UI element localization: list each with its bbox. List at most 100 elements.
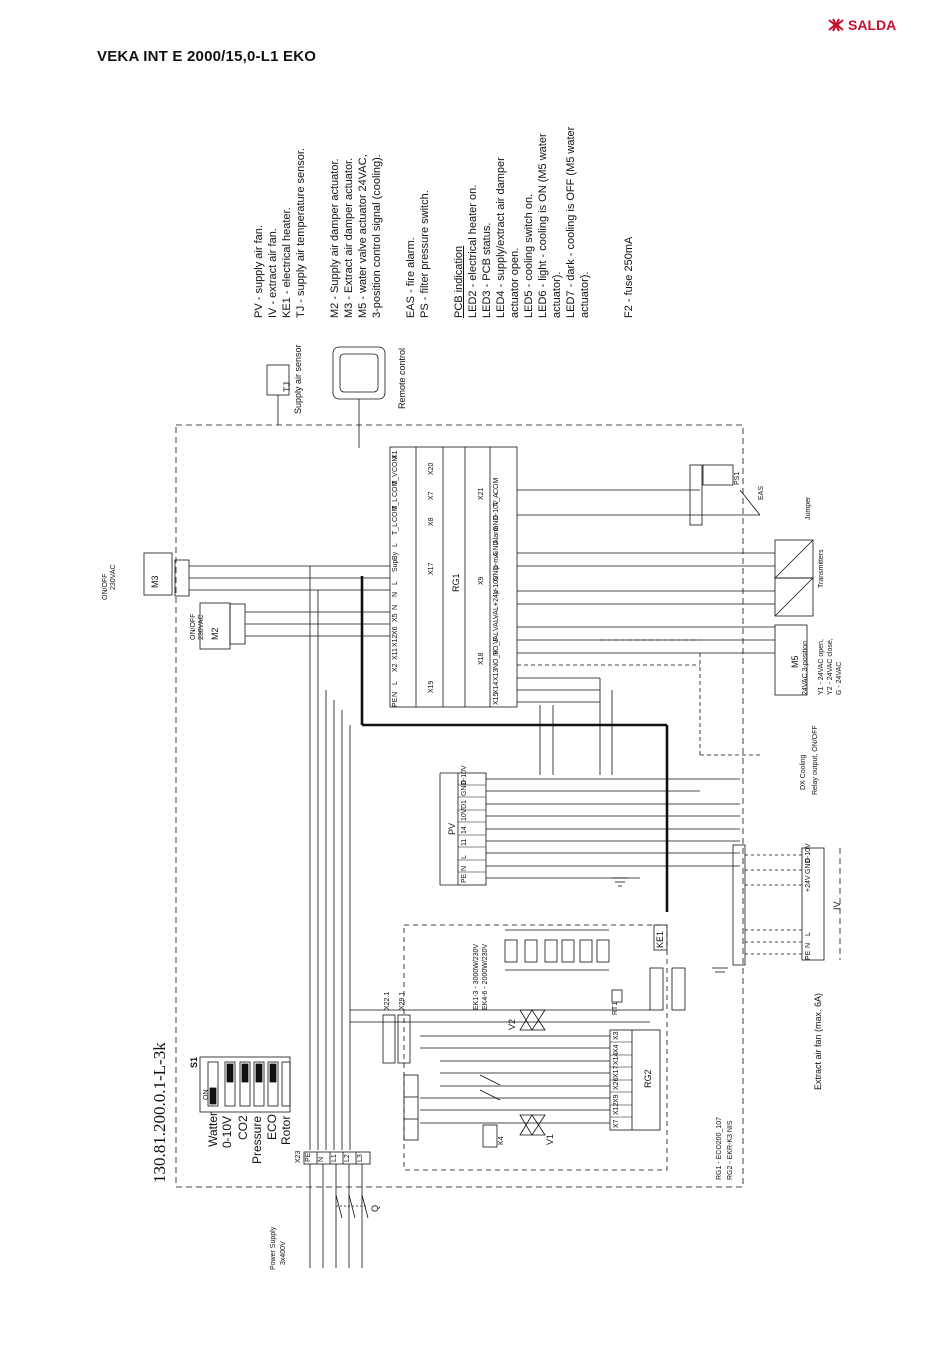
ps1-label: PS1 — [734, 471, 741, 485]
ke1-label: KE1 — [655, 930, 665, 948]
heater-section-frame — [403, 924, 668, 1171]
rg2-terminal: X26 — [613, 1077, 620, 1090]
iv-terminal-x161 — [732, 844, 746, 966]
m5-label: M5 — [790, 655, 800, 668]
m3-on-off-label: ON/OFF — [102, 573, 109, 600]
iv-terminal: GND — [805, 858, 812, 874]
rg1-block: X18 — [478, 652, 485, 665]
terminal-l-block — [403, 1074, 419, 1141]
pv-terminal: 11 — [461, 838, 468, 846]
rg1-block: X19 — [428, 680, 435, 693]
supply-air-sensor-label: Supply air sensor — [293, 344, 303, 414]
rg1-terminal: N — [392, 691, 399, 697]
m5-actuator-box — [774, 624, 808, 696]
rg1-terminal: X13 — [493, 668, 500, 681]
connector-x22-2 — [671, 967, 686, 1011]
rg1-block: X20 — [428, 462, 435, 475]
pv-terminal: GND — [461, 780, 468, 796]
rg1-terminal: COM — [392, 480, 399, 497]
rg1-block: X17 — [428, 562, 435, 575]
switch-option: ECO — [265, 1113, 279, 1140]
rg1-terminal: L — [392, 543, 399, 547]
switch-option: Watter — [206, 1112, 220, 1147]
rg2-terminal: X3 — [613, 1031, 620, 1040]
rg1-label: RG1 — [451, 573, 461, 592]
m2-voltage-label: 230VAC — [198, 614, 205, 640]
connector-x29-2 — [649, 967, 664, 1011]
k4-label: K4 — [498, 1136, 505, 1145]
s1-label: S1 — [189, 1056, 199, 1068]
terminal-x162 — [689, 464, 703, 526]
eas-label: EAS — [758, 485, 765, 500]
ek13-label: EK1-3 - 3000W/230V — [473, 943, 480, 1010]
q-switch-label: Q — [370, 1204, 380, 1212]
tj-label: TJ — [282, 382, 292, 392]
rg1-terminal: N — [392, 591, 399, 597]
pv-terminal: N — [461, 865, 468, 871]
rg2-code-label: RG2 - EKR-K3 NIS — [727, 1120, 734, 1180]
power-term: PE — [305, 1152, 312, 1162]
m2-on-off-label: ON/OFF — [190, 613, 197, 640]
v2-triac — [519, 1009, 546, 1031]
rg1-terminal: Sup — [392, 559, 399, 572]
m5-desc-line: Y1 - 24VAC open, — [818, 639, 825, 695]
remote-control-box — [332, 346, 386, 400]
jumper-label: Jumper — [805, 496, 812, 520]
ek4-heater — [561, 939, 575, 963]
iv-terminal: +24V — [805, 875, 812, 892]
v1-triac — [519, 1114, 546, 1136]
x221-label: X22.1 — [384, 991, 391, 1010]
ps1-box — [702, 464, 734, 486]
remote-control-label: Remote control — [397, 347, 407, 409]
rg1-terminal: X15 — [493, 692, 500, 705]
connector-x221 — [382, 1014, 396, 1064]
pv-terminal: PE — [461, 873, 468, 883]
rg1-terminal: COM — [493, 477, 500, 494]
ek46-label: EK4-6 - 2000W/230V — [482, 943, 489, 1010]
brand-logo: SALDA — [828, 17, 896, 33]
m5-type-label: 24VAC 3-position — [802, 641, 809, 695]
connector-x291 — [397, 1014, 411, 1064]
rg2-label: RG2 — [643, 1069, 653, 1088]
power-supply-label: Power Supply — [270, 1226, 277, 1270]
rg1-terminal: X11 — [392, 648, 399, 660]
power-term: L3 — [357, 1154, 364, 1162]
m5-desc-line: Y2 - 24VAC close, — [827, 638, 834, 695]
ek2-heater — [524, 939, 538, 963]
rg1-terminal: VAL- — [493, 615, 500, 631]
iv-fan-box — [801, 847, 825, 961]
rg1-terminal: X2 — [392, 663, 399, 672]
iv-label: IV — [832, 901, 842, 910]
transmitter-2 — [774, 577, 814, 617]
ke1-label-box — [653, 924, 668, 951]
m3-voltage-label: 230VAC — [110, 564, 117, 590]
iv-terminal: PE — [805, 950, 812, 960]
enclosure-frame — [175, 424, 744, 1188]
switch-option: 0-10V — [220, 1115, 234, 1148]
power-voltage-label: 3x400V — [280, 1241, 287, 1265]
pv-terminal: L — [461, 855, 468, 859]
switch-option: Pressure — [250, 1115, 264, 1164]
rg1-terminal: L — [392, 681, 399, 685]
rg1-terminal: NO_F — [493, 650, 500, 669]
page-title: VEKA INT E 2000/15,0-L1 EKO — [97, 48, 317, 65]
rg1-terminal: T_L — [392, 522, 399, 535]
k4-contactor — [482, 1124, 498, 1148]
switch-option: Rotor — [279, 1115, 293, 1145]
x23-power-block — [303, 1151, 371, 1165]
power-term: N — [318, 1156, 325, 1162]
rt1-thermostat — [611, 989, 623, 1003]
s1-on-label: ON — [203, 1089, 210, 1101]
power-term: L1 — [331, 1154, 338, 1162]
iv-terminal: N — [805, 942, 812, 948]
ek1-heater — [504, 939, 518, 963]
rg1-block: X9 — [478, 576, 485, 585]
v1-label: V1 — [545, 1133, 555, 1145]
rg1-terminal: L — [392, 581, 399, 585]
relay-output-label: Relay output, ON/OFF — [812, 725, 819, 795]
pv-terminal: 14 — [461, 826, 468, 834]
rg1-terminal: X5 — [392, 613, 399, 622]
rg1-terminal: COM — [392, 505, 399, 522]
salda-logo-icon — [828, 18, 844, 32]
